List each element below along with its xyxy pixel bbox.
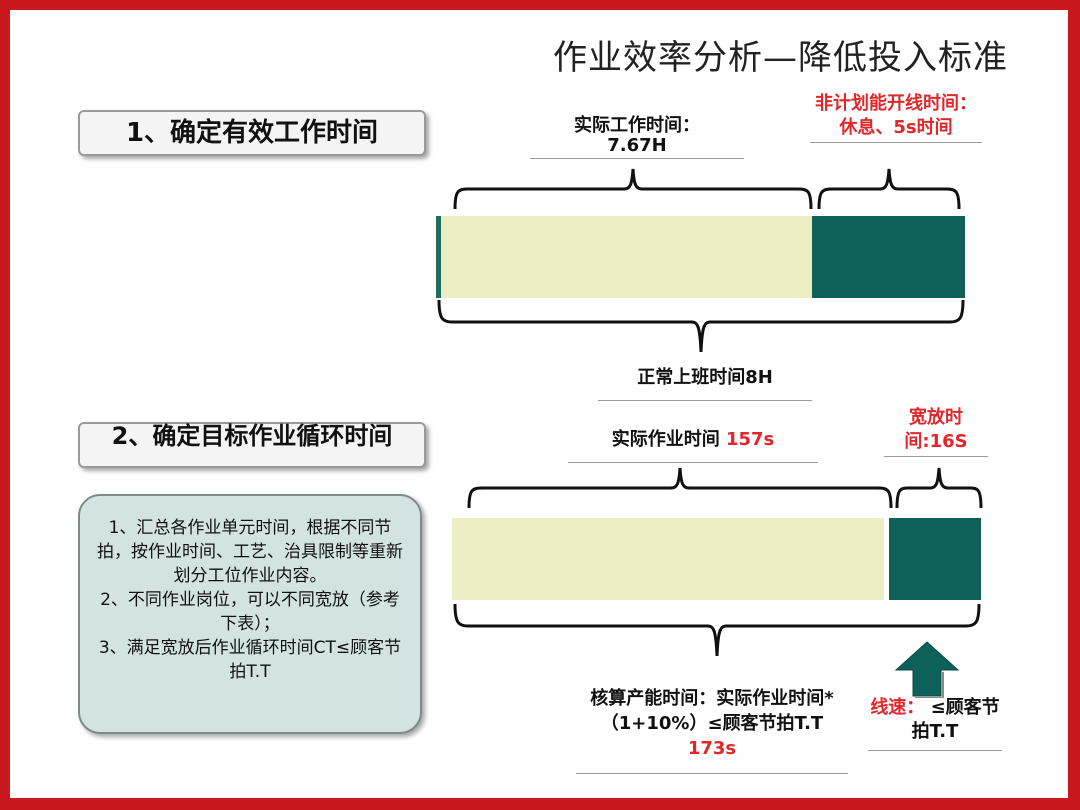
- section2-heading: 2、确定目标作业循环时间: [78, 422, 426, 468]
- normal-shift-label: 正常上班时间8H: [598, 366, 812, 401]
- actual-operation-time-value: 157s: [725, 429, 775, 450]
- bar-actual-work: [436, 216, 812, 298]
- actual-work-time-label: 实际工作时间： 7.67H: [530, 116, 744, 159]
- actual-work-time-value: 7.67H: [607, 135, 667, 156]
- brace-allowance: [895, 467, 983, 509]
- bar-actual-operation: [452, 518, 884, 600]
- capacity-time-text: 核算产能时间：实际作业时间*（1+10%）≤顾客节拍T.T: [590, 688, 834, 734]
- capacity-time-label: 核算产能时间：实际作业时间*（1+10%）≤顾客节拍T.T 173s: [576, 686, 848, 774]
- capacity-time-value: 173s: [687, 738, 737, 759]
- section1-heading: 1、确定有效工作时间: [78, 110, 426, 156]
- actual-operation-time-text: 实际作业时间: [611, 429, 726, 450]
- page-title: 作业效率分析—降低投入标准: [553, 38, 1008, 78]
- line-speed-label: 线速： ≤顾客节拍T.T: [868, 696, 1002, 751]
- unplanned-time-label: 非计划能开线时间：休息、5s时间: [810, 92, 982, 143]
- line-speed-title: 线速：: [870, 697, 925, 718]
- up-arrow-icon: [894, 641, 960, 698]
- note-item-3: 3、满足宽放后作业循环时间CT≤顾客节拍T.T: [98, 638, 402, 682]
- brace-capacity-time: [453, 603, 981, 657]
- notes-box: 1、汇总各作业单元时间，根据不同节拍，按作业时间、工艺、治具限制等重新划分工位作…: [78, 494, 422, 734]
- line-speed-text: ≤顾客节拍T.T: [911, 697, 1000, 742]
- brace-actual-work: [453, 168, 813, 210]
- bar-unplanned: [812, 216, 965, 298]
- brace-actual-operation: [467, 467, 893, 509]
- note-item-2: 2、不同作业岗位，可以不同宽放（参考下表）；: [100, 590, 400, 634]
- actual-work-time-text: 实际工作时间：: [574, 115, 700, 136]
- actual-operation-time-label: 实际作业时间 157s: [568, 428, 818, 463]
- slide: 作业效率分析—降低投入标准 1、确定有效工作时间 实际工作时间： 7.67H 非…: [10, 10, 1068, 798]
- brace-normal-shift: [437, 299, 965, 353]
- brace-unplanned: [817, 168, 961, 210]
- bar-allowance: [889, 518, 981, 600]
- note-item-1: 1、汇总各作业单元时间，根据不同节拍，按作业时间、工艺、治具限制等重新划分工位作…: [97, 518, 403, 586]
- allowance-time-label: 宽放时间:16S: [884, 406, 988, 457]
